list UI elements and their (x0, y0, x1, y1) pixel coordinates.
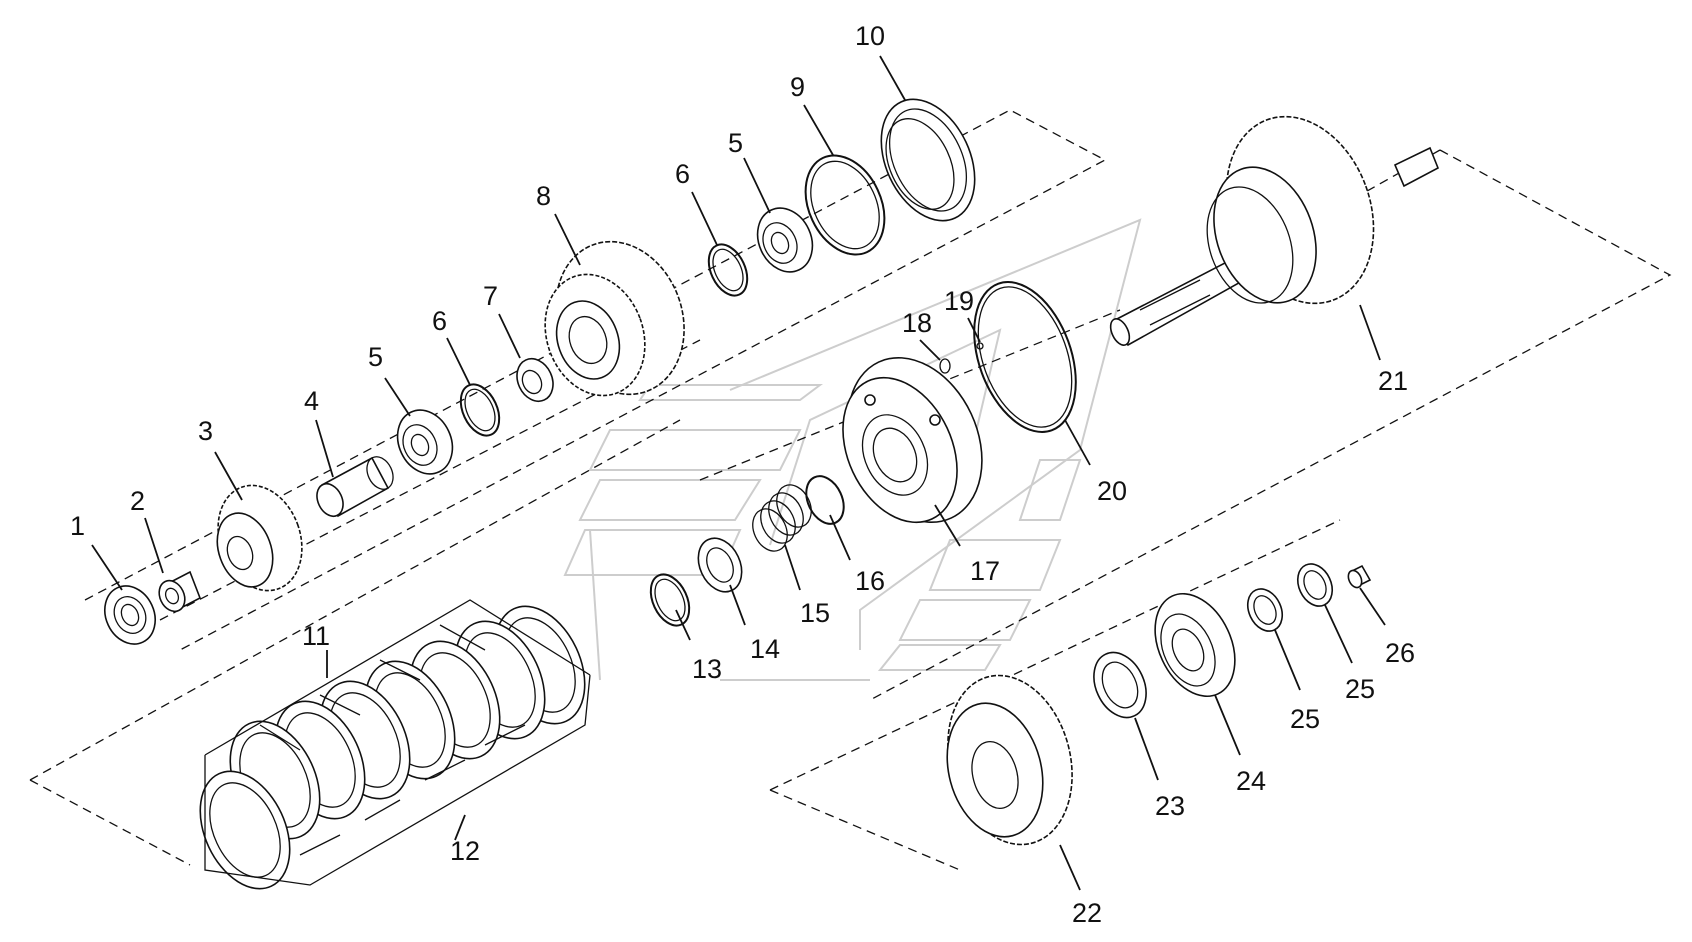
part-17-piston-hub (842, 356, 983, 524)
callout-9: 9 (790, 72, 805, 102)
callout-18: 18 (902, 308, 932, 338)
callout-5-right: 5 (728, 128, 743, 158)
part-15-spring (752, 484, 812, 552)
part-9-circlip (804, 154, 886, 256)
callout-5-left: 5 (368, 342, 383, 372)
part-10-seal-ring (880, 98, 976, 222)
part-2-bushing (158, 570, 202, 613)
callout-13: 13 (692, 654, 722, 684)
callout-15: 15 (800, 598, 830, 628)
assembly-outline-lower-right (769, 519, 1341, 871)
part-14-washer (697, 537, 743, 593)
callout-7: 7 (483, 281, 498, 311)
callout-8: 8 (536, 181, 551, 211)
callout-24: 24 (1236, 766, 1266, 796)
part-16-o-ring (805, 475, 845, 525)
part-7-bushing (516, 358, 554, 402)
part-23-thrust-washer (1093, 651, 1147, 719)
callout-23: 23 (1155, 791, 1185, 821)
part-25-shim-left (1246, 588, 1284, 632)
callout-19: 19 (944, 286, 974, 316)
callout-2: 2 (130, 486, 145, 516)
part-25-shim-right (1296, 563, 1334, 607)
callout-17: 17 (970, 556, 1000, 586)
part-1-bearing (104, 585, 156, 645)
callout-22: 22 (1072, 898, 1102, 928)
part-20-large-o-ring (973, 281, 1077, 433)
part-26-plug (1347, 564, 1372, 589)
part-6-snap-ring-right (707, 243, 749, 297)
callout-6-right: 6 (675, 159, 690, 189)
part-5-bearing-left (396, 409, 454, 475)
part-21-shaft-gear (1109, 115, 1440, 347)
callout-16: 16 (855, 566, 885, 596)
callout-12: 12 (450, 836, 480, 866)
part-24-bearing (1154, 592, 1236, 698)
part-18-ball (939, 358, 951, 374)
callout-25-right: 25 (1345, 674, 1375, 704)
part-8-large-gear (544, 240, 685, 397)
callout-21: 21 (1378, 366, 1408, 396)
callout-1: 1 (70, 511, 85, 541)
watermark-logo (563, 218, 1142, 681)
part-5-bearing-right (756, 207, 814, 273)
part-6-snap-ring-left (459, 383, 501, 437)
callout-11: 11 (302, 621, 330, 651)
assembly-outline-upper-left (84, 109, 1107, 651)
callout-10: 10 (855, 21, 885, 51)
part-22-gear (946, 674, 1073, 846)
leader-lines (91, 55, 1386, 891)
callout-4: 4 (304, 386, 319, 416)
part-4-sleeve (316, 456, 394, 518)
callout-25-left: 25 (1290, 704, 1320, 734)
callout-14: 14 (750, 634, 780, 664)
callout-26: 26 (1385, 638, 1415, 668)
callout-6-left: 6 (432, 306, 447, 336)
assembly-outline-clutch (29, 419, 681, 866)
part-11-12-clutch-pack (199, 599, 591, 890)
part-3-small-gear (216, 484, 303, 592)
part-13-snap-ring (649, 573, 691, 627)
callout-20: 20 (1097, 476, 1127, 506)
callout-3: 3 (198, 416, 213, 446)
